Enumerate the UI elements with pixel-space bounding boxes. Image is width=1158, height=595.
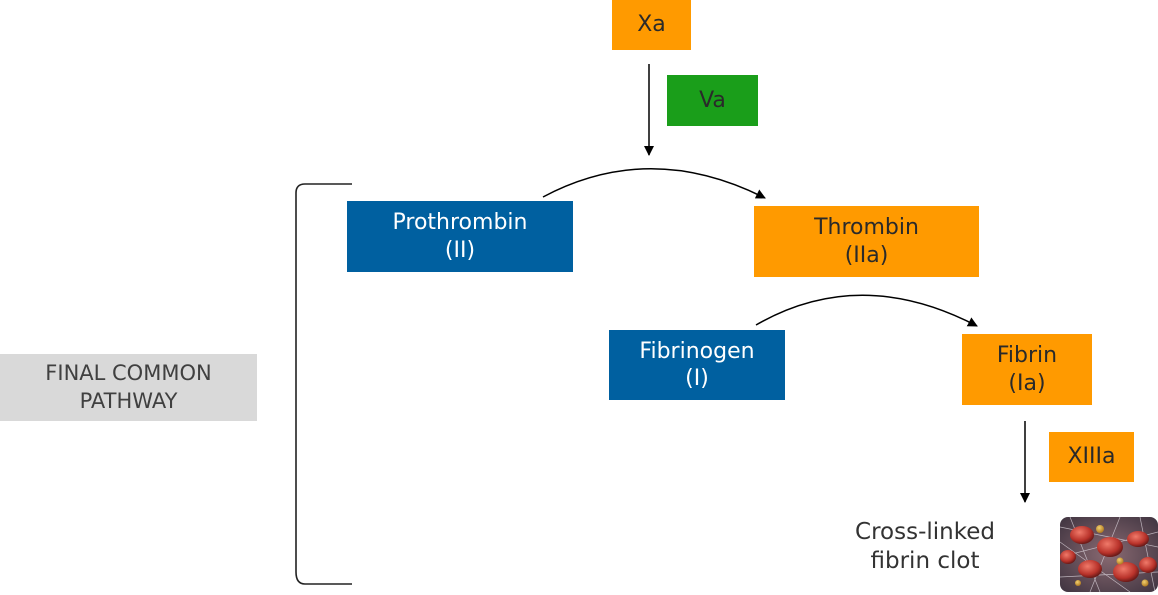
- prothrombin-line2: (II): [444, 237, 476, 263]
- fibrinogen-line2: (I): [685, 366, 709, 391]
- fibrinogen-to-fibrin-arrow: [755, 294, 978, 327]
- cross-linked-clot-text: Cross-linked fibrin clot: [820, 518, 1030, 576]
- fibrinogen-node: Fibrinogen (I): [609, 330, 785, 400]
- pathway-bracket: [295, 183, 352, 585]
- final-common-pathway-label: FINAL COMMON PATHWAY: [0, 354, 257, 421]
- fibrin-node: Fibrin (Ia): [962, 334, 1092, 405]
- xiiia-node: XIIIa: [1049, 432, 1134, 482]
- fibrin-line2: (Ia): [1008, 370, 1046, 396]
- va-label: Va: [699, 87, 726, 113]
- thrombin-line2: (IIa): [844, 242, 889, 268]
- clot-text-line1: Cross-linked: [855, 519, 995, 545]
- va-node: Va: [667, 75, 758, 126]
- pathway-label-line2: PATHWAY: [79, 388, 178, 413]
- xa-node: Xa: [612, 0, 691, 50]
- thrombin-line1: Thrombin: [814, 215, 919, 240]
- prothrombin-line1: Prothrombin: [392, 210, 528, 235]
- pathway-label-line1: FINAL COMMON: [45, 361, 212, 386]
- fibrin-clot-image: [1060, 517, 1158, 592]
- prothrombin-to-thrombin-arrow: [542, 168, 766, 199]
- clot-text-line2: fibrin clot: [870, 547, 980, 574]
- prothrombin-node: Prothrombin (II): [347, 201, 573, 272]
- xiiia-label: XIIIa: [1067, 444, 1116, 470]
- xa-label: Xa: [637, 12, 666, 38]
- fibrin-line1: Fibrin: [996, 343, 1058, 368]
- fibrinogen-line1: Fibrinogen: [639, 338, 755, 364]
- thrombin-node: Thrombin (IIa): [754, 206, 979, 277]
